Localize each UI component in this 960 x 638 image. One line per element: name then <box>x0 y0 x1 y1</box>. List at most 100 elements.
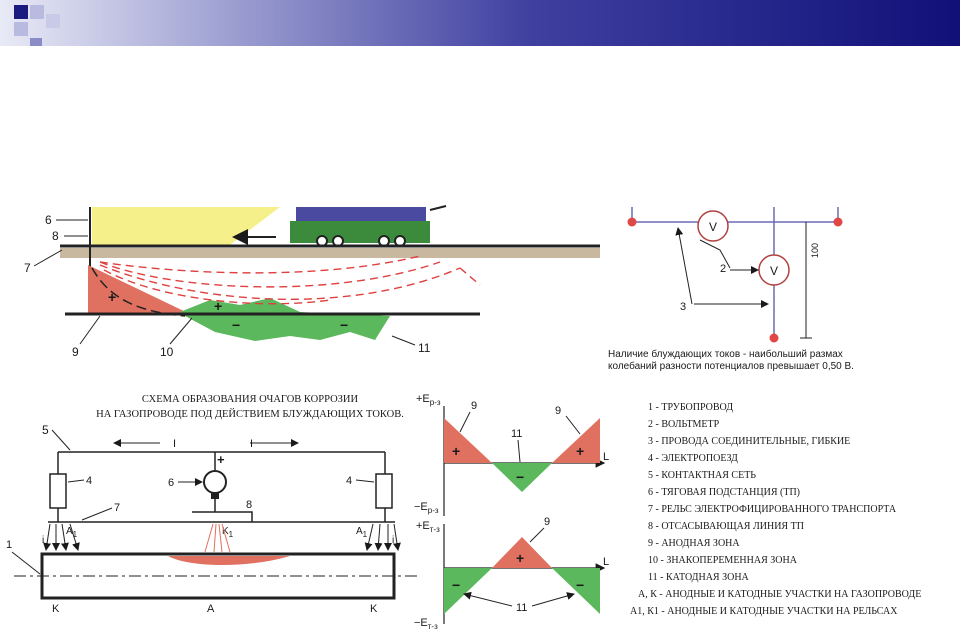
a1-left: A1 <box>66 526 78 539</box>
voltmeter-1 <box>697 210 729 242</box>
i-left: i <box>42 535 44 546</box>
banner-square-dark-1 <box>14 5 28 19</box>
a-center: A <box>207 603 215 615</box>
leader-7 <box>33 249 63 267</box>
train-left <box>49 473 67 509</box>
corrosion-scheme: СХЕМА ОБРАЗОВАНИЯ ОЧАГОВ КОРРОЗИИ НА ГАЗ… <box>6 394 420 615</box>
top-axis-neg-label: −Eр-з <box>414 501 439 515</box>
k-left: K <box>52 603 60 615</box>
chart-label-9a: 9 <box>471 400 477 412</box>
legend-item: 5 - КОНТАКТНАЯ СЕТЬ <box>648 470 756 481</box>
voltmeter-2-symbol: V <box>770 264 778 278</box>
stray-current-lines <box>99 255 481 305</box>
chart-label-9c: 9 <box>544 516 550 528</box>
scheme-label-1: 1 <box>6 539 12 551</box>
legend-item: 9 - АНОДНАЯ ЗОНА <box>648 538 740 549</box>
top-chart-l: L <box>603 451 609 463</box>
bottom-minus-left: − <box>452 577 460 593</box>
field-scene: + + − − 6 8 7 9 10 11 <box>24 205 600 359</box>
scene-sign-plus-1: + <box>108 289 116 305</box>
scene-sign-minus-1: − <box>232 317 240 333</box>
voltmeter-2 <box>758 254 790 286</box>
bottom-axis-label: +Eт-з <box>416 520 440 534</box>
leader-10 <box>169 317 193 345</box>
current-label-right: I <box>250 438 253 450</box>
rail-point-left <box>627 217 637 227</box>
banner-square-light-2 <box>14 22 28 36</box>
bottom-chart-l: L <box>603 556 609 568</box>
leakage-arrows <box>43 523 401 551</box>
legend-item: А1, К1 - АНОДНЫЕ И КАТОДНЫЕ УЧАСТКИ НА Р… <box>630 606 898 617</box>
scene-label-8: 8 <box>52 229 59 243</box>
legend-item: А, К - АНОДНЫЕ И КАТОДНЫЕ УЧАСТКИ НА ГАЗ… <box>638 589 921 600</box>
measurement-caption-1: Наличие блуждающих токов - наибольший ра… <box>608 348 843 360</box>
legend-item: 10 - ЗНАКОПЕРЕМЕННАЯ ЗОНА <box>648 555 798 566</box>
suction-line <box>192 511 253 522</box>
legend-item: 6 - ТЯГОВАЯ ПОДСТАНЦИЯ (ТП) <box>648 487 800 498</box>
k-right: K <box>370 603 378 615</box>
bottom-cathode-left <box>444 568 492 614</box>
leader-11 <box>391 335 416 346</box>
scheme-label-4-left: 4 <box>86 475 92 487</box>
legend-item: 4 - ЭЛЕКТРОПОЕЗД <box>648 453 738 464</box>
top-anode-left <box>444 418 492 463</box>
legend-item: 1 - ТРУБОПРОВОД <box>648 402 733 413</box>
bottom-minus-right: − <box>576 577 584 593</box>
legend-item: 7 - РЕЛЬС ЭЛЕКТРОФИЦИРОВАННОГО ТРАНСПОРТ… <box>648 504 897 515</box>
train <box>290 205 447 247</box>
chart-label-9b: 9 <box>555 405 561 417</box>
voltmeter-1-symbol: V <box>709 220 717 234</box>
scheme-label-6: 6 <box>168 477 174 489</box>
measurement-label-2: 2 <box>720 263 726 275</box>
dimension-value: 100 <box>810 243 820 258</box>
scene-label-7: 7 <box>24 261 31 275</box>
i-right: i <box>392 535 394 546</box>
k1: K1 <box>222 526 234 539</box>
measurement-caption-2: колебаний разности потенциалов превышает… <box>608 360 854 372</box>
scene-label-10: 10 <box>160 345 174 359</box>
leader-9 <box>79 315 101 345</box>
top-plus-left: + <box>452 443 460 459</box>
bottom-plus: + <box>516 550 524 566</box>
top-axis-label: +Eр-з <box>416 393 441 407</box>
train-right <box>375 473 393 509</box>
substation-generator <box>203 470 227 494</box>
substation-plus: + <box>217 452 225 467</box>
measurement-scheme: V V 100 2 3 Наличие блуждающих токов - н… <box>608 207 854 372</box>
chart-label-11-bottom: 11 <box>516 602 527 614</box>
legend: 1 - ТРУБОПРОВОД 2 - ВОЛЬТМЕТР 3 - ПРОВОД… <box>630 402 921 617</box>
soil-layer <box>60 248 600 258</box>
anode-zone-red <box>88 265 190 314</box>
scheme-title-2: НА ГАЗОПРОВОДЕ ПОД ДЕЙСТВИЕМ БЛУЖДАЮЩИХ … <box>96 408 404 420</box>
scene-sign-minus-2: − <box>340 317 348 333</box>
legend-item: 3 - ПРОВОДА СОЕДИНИТЕЛЬНЫЕ, ГИБКИЕ <box>648 436 850 447</box>
pipeline-anode-zone <box>168 556 290 565</box>
chart-label-11-top: 11 <box>511 428 522 440</box>
scene-label-11: 11 <box>418 341 431 355</box>
k1-discharge <box>204 523 231 553</box>
rail-point-right <box>833 217 843 227</box>
scene-label-9: 9 <box>72 345 79 359</box>
scene-label-6: 6 <box>45 213 52 227</box>
current-label-left: I <box>173 438 176 450</box>
light-beam <box>92 207 280 245</box>
scheme-title-1: СХЕМА ОБРАЗОВАНИЯ ОЧАГОВ КОРРОЗИИ <box>142 394 359 405</box>
title-banner <box>0 0 960 46</box>
scheme-label-7: 7 <box>114 502 120 514</box>
legend-item: 2 - ВОЛЬТМЕТР <box>648 419 720 430</box>
pipe-point <box>769 333 779 343</box>
banner-square-dark-2 <box>30 38 42 46</box>
potential-charts: +Eр-з −Eр-з L + − + 9 11 9 +Eт-з −Eт-з L… <box>414 393 609 631</box>
scheme-label-4-right: 4 <box>346 475 352 487</box>
top-plus-right: + <box>576 443 584 459</box>
a1-right: A1 <box>356 526 368 539</box>
scheme-label-5: 5 <box>42 423 49 437</box>
scene-sign-plus-2: + <box>214 298 222 314</box>
measurement-label-3: 3 <box>680 301 686 313</box>
banner-square-light-1 <box>30 5 44 19</box>
bottom-cathode-right <box>552 568 600 614</box>
bottom-axis-neg-label: −Eт-з <box>414 617 438 631</box>
scheme-label-8: 8 <box>246 499 252 511</box>
top-cathode <box>492 463 552 492</box>
